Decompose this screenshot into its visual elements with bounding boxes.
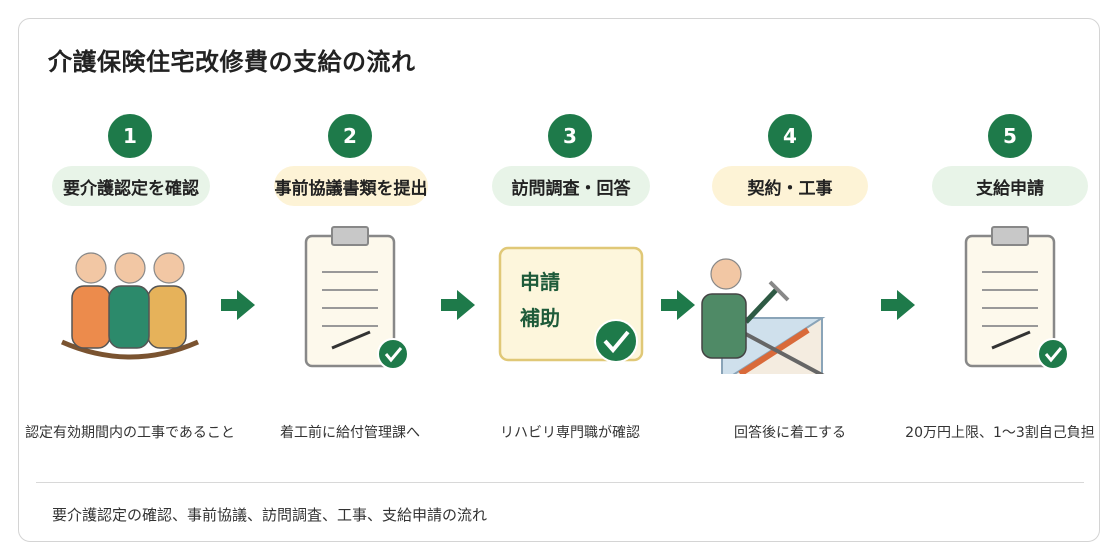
step-description: 認定有効期間内の工事であること [25, 425, 235, 441]
step-3: 3 訪問調査・回答 申請 補助 リハビリ専門職が確認 [460, 112, 680, 452]
support-card-line2: 補助 [519, 306, 560, 330]
step-number: 1 [108, 114, 152, 158]
people-icon [60, 252, 200, 360]
step-label: 事前協議書類を提出 [274, 166, 428, 206]
step-2: 2 事前協議書類を提出 着工前に給付管理課へ [240, 112, 460, 452]
application-support-icon: 申請 補助 [498, 246, 644, 363]
construction-worker-icon [701, 258, 826, 374]
step-description: 20万円上限、1〜3割自己負担 [905, 425, 1095, 441]
clipboard-icon [964, 226, 1069, 370]
footer-caption: 要介護認定の確認、事前協議、訪問調査、工事、支給申請の流れ [52, 506, 488, 524]
clipboard-icon [304, 226, 409, 370]
arrow-right-icon [221, 290, 255, 320]
step-label: 支給申請 [932, 166, 1088, 206]
step-label: 要介護認定を確認 [52, 166, 210, 206]
arrow-right-icon [881, 290, 915, 320]
arrow-right-icon [661, 290, 695, 320]
step-number: 4 [768, 114, 812, 158]
step-4: 4 契約・工事 回答後に着工する [680, 112, 900, 452]
divider [36, 482, 1084, 483]
arrow-right-icon [441, 290, 475, 320]
step-label: 契約・工事 [712, 166, 868, 206]
step-number: 2 [328, 114, 372, 158]
step-number: 3 [548, 114, 592, 158]
step-description: リハビリ専門職が確認 [500, 425, 640, 441]
step-5: 5 支給申請 20万円上限、1〜3割自己負担 [900, 112, 1120, 452]
step-label: 訪問調査・回答 [492, 166, 650, 206]
step-number: 5 [988, 114, 1032, 158]
support-card-line1: 申請 [520, 270, 560, 294]
step-description: 着工前に給付管理課へ [280, 425, 420, 441]
page-title: 介護保険住宅改修費の支給の流れ [48, 48, 416, 76]
step-1: 1 要介護認定を確認 認定有効期間内の工事であること [20, 112, 240, 452]
step-description: 回答後に着工する [734, 425, 846, 441]
